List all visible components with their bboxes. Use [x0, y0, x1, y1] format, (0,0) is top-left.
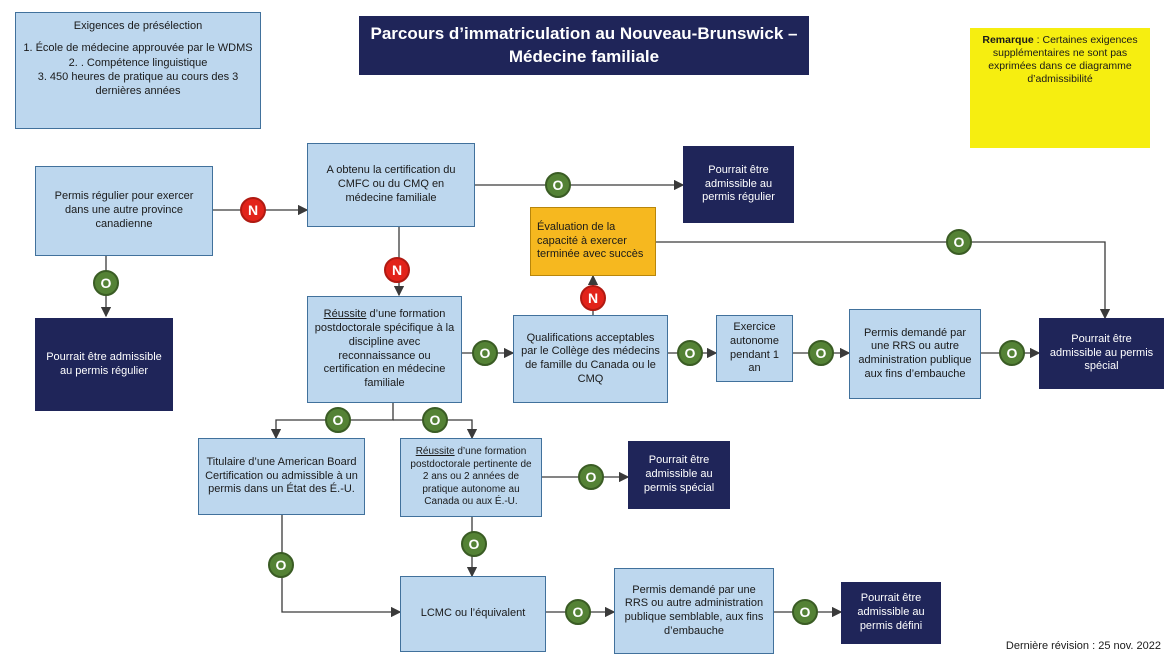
- prescreen-item: 3. 450 heures de pratique au cours des 3…: [37, 70, 239, 98]
- no-decision-icon: N: [240, 197, 266, 223]
- node-permis-regulier-autre-province: Permis régulier pour exercer dans une au…: [35, 166, 213, 256]
- node-admissible-permis-defini: Pourrait être admissible au permis défin…: [841, 582, 941, 644]
- yes-decision-icon: O: [325, 407, 351, 433]
- node-text: d’une formation postdoctorale spécifique…: [314, 308, 455, 389]
- node-admissible-permis-special: Pourrait être admissible au permis spéci…: [628, 441, 730, 509]
- node-evaluation-capacite: Évaluation de la capacité à exercer term…: [530, 207, 656, 276]
- yes-decision-icon: O: [472, 340, 498, 366]
- node-admissible-permis-regulier: Pourrait être admissible au permis régul…: [35, 318, 173, 411]
- yes-decision-icon: O: [578, 464, 604, 490]
- node-permis-rrs-semblable: Permis demandé par une RRS ou autre admi…: [614, 568, 774, 654]
- remark-note: Remarque : Certaines exigences supplémen…: [970, 28, 1150, 148]
- node-reussite-formation-postdoctorale: Réussite d’une formation postdoctorale s…: [307, 296, 462, 403]
- yes-decision-icon: O: [946, 229, 972, 255]
- node-permis-rrs-embauche: Permis demandé par une RRS ou autre admi…: [849, 309, 981, 399]
- prescreen-requirements-box: Exigences de présélection 1. École de mé…: [15, 12, 261, 129]
- yes-decision-icon: O: [268, 552, 294, 578]
- node-american-board-certification: Titulaire d’une American Board Certifica…: [198, 438, 365, 515]
- yes-decision-icon: O: [422, 407, 448, 433]
- yes-decision-icon: O: [461, 531, 487, 557]
- node-reussite-formation-pertinente: Réussite d’une formation postdoctorale p…: [400, 438, 542, 517]
- no-decision-icon: N: [384, 257, 410, 283]
- yes-decision-icon: O: [565, 599, 591, 625]
- prescreen-item: 1. École de médecine approuvée par le WD…: [23, 42, 253, 55]
- no-decision-icon: N: [580, 285, 606, 311]
- yes-decision-icon: O: [792, 599, 818, 625]
- node-exercice-autonome: Exercice autonome pendant 1 an: [716, 315, 793, 382]
- yes-decision-icon: O: [999, 340, 1025, 366]
- node-admissible-permis-special: Pourrait être admissible au permis spéci…: [1039, 318, 1164, 389]
- node-text: d’une formation postdoctorale pertinente…: [410, 446, 532, 508]
- yes-decision-icon: O: [677, 340, 703, 366]
- node-qualifications-acceptables: Qualifications acceptables par le Collèg…: [513, 315, 668, 403]
- underlined-word: Réussite: [323, 308, 367, 321]
- node-admissible-permis-regulier: Pourrait être admissible au permis régul…: [683, 146, 794, 223]
- last-revision-date: Dernière révision : 25 nov. 2022: [1005, 640, 1161, 652]
- prescreen-item: 2. . Compétence linguistique: [68, 56, 208, 69]
- remark-label: Remarque: [982, 34, 1034, 46]
- prescreen-heading: Exigences de présélection: [73, 20, 203, 32]
- page-title: Parcours d’immatriculation au Nouveau-Br…: [359, 16, 809, 75]
- yes-decision-icon: O: [545, 172, 571, 198]
- node-certification-cmfc-cmq: A obtenu la certification du CMFC ou du …: [307, 143, 475, 227]
- remark-text: : Certaines exigences supplémentaires ne…: [988, 34, 1138, 86]
- yes-decision-icon: O: [808, 340, 834, 366]
- underlined-word: Réussite: [415, 446, 455, 458]
- node-lcmc-equivalent: LCMC ou l’équivalent: [400, 576, 546, 652]
- yes-decision-icon: O: [93, 270, 119, 296]
